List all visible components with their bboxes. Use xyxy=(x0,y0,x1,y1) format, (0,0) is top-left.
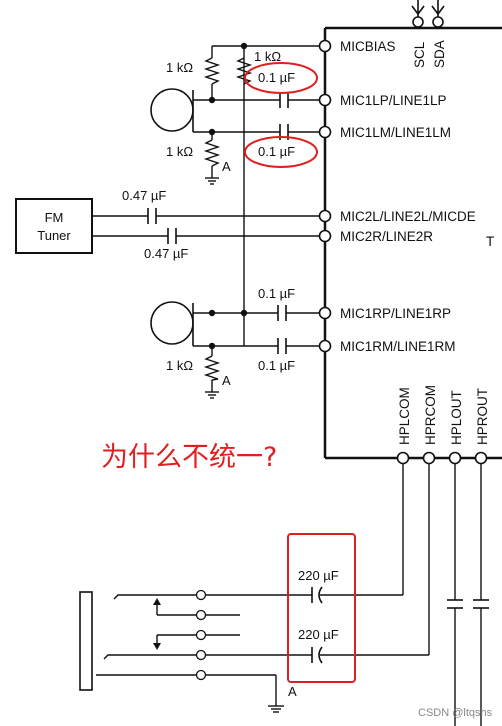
label-c-mic2r: 0.47 µF xyxy=(144,246,188,261)
pin-hplout-label: HPLOUT xyxy=(449,390,464,445)
label-c-mic1lm: 0.1 µF xyxy=(258,144,295,159)
pin-mic1rp-label: MIC1RP/LINE1RP xyxy=(340,306,451,321)
pin-mic1rm-label: MIC1RM/LINE1RM xyxy=(340,339,456,354)
highlight-c-mic1lm xyxy=(244,136,318,168)
pin-sda-label: SDA xyxy=(432,40,447,68)
microphones xyxy=(150,88,194,346)
ground-label-3: A xyxy=(288,684,297,699)
mic-right-icon xyxy=(150,301,194,345)
resistor-left-top xyxy=(203,57,221,85)
watermark: CSDN @ltqshs xyxy=(418,707,493,719)
pin-mic1lm-label: MIC1LM/LINE1LM xyxy=(340,125,451,140)
highlight-c-mic1lp xyxy=(244,62,318,94)
top-pins xyxy=(411,0,445,28)
label-r-left-bias: 1 kΩ xyxy=(166,144,193,159)
ground-label-2: A xyxy=(222,373,231,388)
bottom-pin-circles xyxy=(396,451,488,465)
pin-hplcom-label: HPLCOM xyxy=(397,387,412,445)
fm-tuner-box xyxy=(15,198,93,254)
label-c-mic1rp: 0.1 µF xyxy=(258,286,295,301)
pin-micbias-label: MICBIAS xyxy=(340,39,396,54)
pin-mic2r-label: MIC2R/LINE2R xyxy=(340,229,433,244)
annotation-question: 为什么不统一? xyxy=(101,442,277,473)
label-r-top-left: 1 kΩ xyxy=(166,60,193,75)
headphone-jack xyxy=(79,589,207,691)
resistor-right-top xyxy=(235,57,253,85)
label-c-mic2l: 0.47 µF xyxy=(122,188,166,203)
clipped-label: T xyxy=(486,234,494,249)
ground-symbols xyxy=(205,177,284,713)
pin-scl-label: SCL xyxy=(412,41,427,68)
label-r-right-bias: 1 kΩ xyxy=(166,358,193,373)
highlight-hp-caps xyxy=(287,533,356,683)
pin-hprcom-label: HPRCOM xyxy=(423,385,438,445)
pin-mic1lp-label: MIC1LP/LINE1LP xyxy=(340,93,447,108)
fm-tuner-label-1: FM xyxy=(45,210,64,225)
pin-mic2l-label: MIC2L/LINE2L/MICDE xyxy=(340,209,476,224)
resistor-right-bias xyxy=(203,355,221,381)
resistor-left-bias xyxy=(203,139,221,167)
wiring xyxy=(92,45,482,726)
label-c-mic1lp: 0.1 µF xyxy=(258,70,295,85)
fm-tuner-label-2: Tuner xyxy=(37,228,71,243)
label-c-hp-left: 220 µF xyxy=(298,568,339,583)
pin-hprout-label: HPROUT xyxy=(475,388,490,445)
resistors xyxy=(203,57,253,381)
right-pin-circles xyxy=(318,39,332,353)
label-c-hp-right: 220 µF xyxy=(298,627,339,642)
mic-left-icon xyxy=(150,88,194,132)
label-r-top-right: 1 kΩ xyxy=(254,49,281,64)
label-c-mic1rm: 0.1 µF xyxy=(258,358,295,373)
polarized-caps xyxy=(318,586,323,664)
red-annotations xyxy=(244,62,356,683)
junctions xyxy=(208,42,248,350)
ground-label-1: A xyxy=(222,159,231,174)
